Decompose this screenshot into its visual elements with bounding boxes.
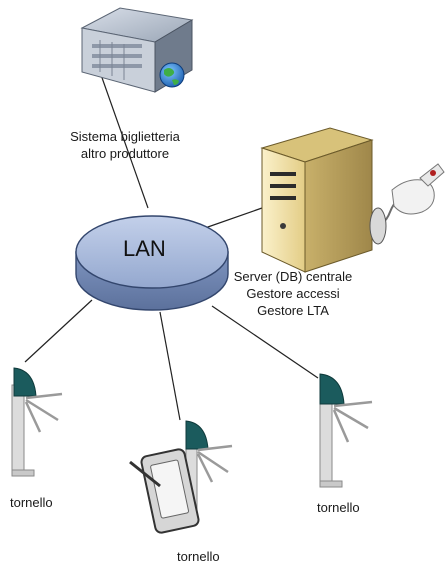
turnstile-icon [11, 367, 63, 477]
lan-label: LAN [123, 236, 166, 261]
turnstile-icon [319, 373, 373, 488]
turnstile-label-center: tornello [177, 549, 220, 564]
central-server-line1: Server (DB) centrale [233, 269, 353, 284]
central-server-line2: Gestore accessi [246, 286, 340, 301]
central-server-line3: Gestore LTA [257, 303, 329, 318]
ticketing-system-line2: altro produttore [80, 146, 170, 161]
link-lan-turnstile-right [211, 305, 319, 379]
link-lan-central-server [204, 207, 263, 229]
link-lan-turnstile-left [24, 299, 93, 363]
central-server-label: Server (DB) centrale Gestore accessi Ges… [218, 268, 368, 319]
tower-server-icon [260, 127, 374, 273]
lan-hub [75, 215, 229, 311]
connections [24, 71, 319, 421]
ticketing-system-label: Sistema biglietteria altro produttore [50, 128, 200, 162]
turnstile-label-right: tornello [317, 500, 360, 515]
turnstile-label-left: tornello [10, 495, 53, 510]
link-lan-turnstile-center [159, 311, 181, 421]
handheld-terminal-icon [129, 448, 200, 534]
usb-device-icon [369, 163, 445, 245]
globe-icon [159, 62, 185, 88]
ticketing-system-line1: Sistema biglietteria [70, 129, 180, 144]
link-ticketing-lan [99, 71, 149, 209]
